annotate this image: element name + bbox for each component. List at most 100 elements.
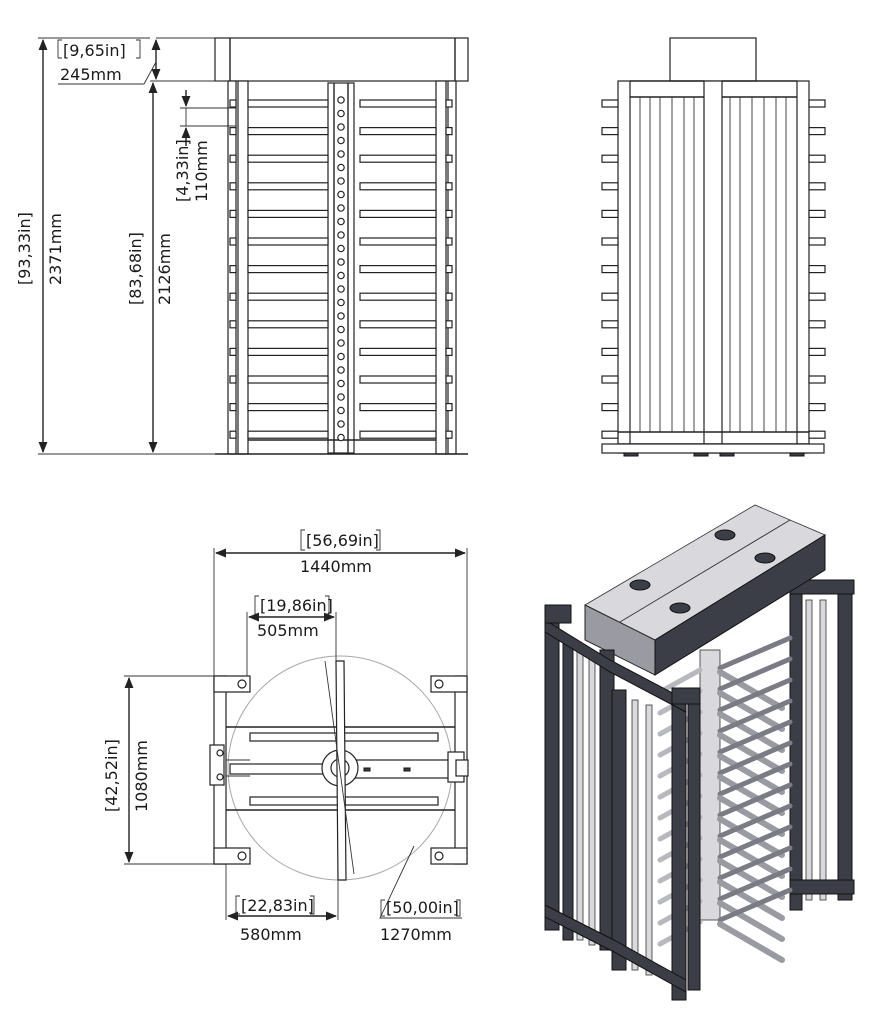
iso-arm-front	[717, 669, 785, 711]
column-hole	[337, 325, 345, 334]
column-hole	[337, 217, 345, 226]
iso-front-frame	[544, 604, 701, 1001]
isometric-view	[544, 504, 855, 1001]
column-hole	[337, 136, 345, 145]
front-bar-left	[247, 375, 329, 384]
side-bar-end-right	[808, 430, 826, 439]
front-bar-stub	[445, 265, 453, 274]
front-bar-stub	[229, 182, 237, 191]
side-left-post	[617, 80, 631, 454]
front-bar-stub	[445, 347, 453, 356]
column-hole	[337, 123, 345, 131]
total-height-in: [93,33in]	[15, 212, 34, 285]
iso-arm-front	[717, 816, 785, 858]
side-bar-end-right	[808, 182, 826, 191]
front-bar-stub	[229, 265, 237, 274]
side-bar-end-left	[601, 403, 619, 412]
side-bar-end-left	[601, 154, 619, 163]
column-hole	[337, 163, 345, 172]
front-bar-right	[359, 320, 437, 329]
side-bar-end-left	[601, 320, 619, 329]
front-bar-stub	[229, 430, 237, 439]
front-bar-stub	[229, 320, 237, 329]
column-hole	[337, 366, 345, 374]
iso-arm-back	[717, 635, 793, 671]
iso-arm-front	[717, 879, 785, 921]
overall-width-mm: 1440mm	[300, 557, 372, 576]
side-bar-ends	[601, 99, 826, 439]
front-bar-left	[247, 126, 329, 136]
iso-arm-back	[717, 656, 793, 692]
front-bar-stub	[445, 403, 453, 412]
side-bar-end-right	[808, 237, 826, 246]
front-bar-right	[359, 347, 437, 356]
iso-arm-back	[717, 740, 793, 776]
column-hole	[337, 244, 345, 253]
column-hole	[337, 393, 345, 401]
iso-arm-front	[717, 774, 785, 816]
front-bar-left	[247, 430, 329, 439]
side-bar-end-left	[601, 209, 619, 218]
front-bar-right	[359, 209, 437, 218]
column-hole	[337, 339, 345, 347]
iso-arm-back	[717, 719, 793, 755]
front-bar-stub	[229, 126, 237, 136]
column-hole	[337, 231, 345, 239]
side-vertical-rods	[639, 97, 787, 432]
iso-arm-front	[717, 795, 785, 837]
rotor-diameter-mm: 1270mm	[380, 925, 452, 944]
front-bar-right	[359, 292, 437, 301]
column-hole	[337, 433, 345, 442]
header-height-mm: 245mm	[60, 65, 122, 84]
side-bar-end-right	[808, 375, 826, 384]
iso-rear-frame	[789, 579, 855, 911]
rotor-diameter-in: [50,00in]	[386, 898, 459, 917]
side-bar-end-left	[601, 430, 619, 439]
depth-mm: 1080mm	[132, 740, 151, 812]
front-central-column	[327, 82, 355, 454]
column-hole	[337, 96, 345, 104]
front-bar-right	[359, 154, 437, 163]
iso-arm-front	[717, 711, 785, 753]
front-bar-left	[247, 99, 329, 108]
front-bar-left	[247, 347, 329, 356]
side-bar-end-left	[601, 126, 619, 136]
side-right-post	[796, 80, 810, 454]
iso-arm-front	[717, 858, 785, 900]
side-bar-end-left	[601, 375, 619, 384]
side-bar-end-left	[601, 265, 619, 274]
side-bar-end-right	[808, 265, 826, 274]
front-bar-stub	[229, 99, 237, 108]
side-bar-end-right	[808, 126, 826, 136]
front-bars	[229, 99, 453, 441]
iso-arm-back	[717, 845, 793, 881]
frame-height-mm: 2126mm	[155, 233, 174, 305]
bar-pitch-in: [4,33in]	[173, 139, 192, 202]
front-bar-left	[247, 403, 329, 412]
front-bar-right	[359, 126, 437, 136]
front-bar-stub	[445, 209, 453, 218]
side-bar-end-right	[808, 320, 826, 329]
column-hole	[337, 312, 345, 320]
passage-width-mm: 580mm	[240, 925, 302, 944]
front-bar-stub	[229, 347, 237, 356]
front-bar-stub	[445, 430, 453, 439]
total-height-mm: 2371mm	[46, 213, 65, 285]
front-right-post	[435, 80, 447, 455]
iso-arm-left	[657, 667, 703, 695]
side-bar-end-right	[808, 403, 826, 412]
front-bar-stub	[445, 320, 453, 329]
rotor-arm-vertical	[335, 660, 347, 881]
front-bar-stub	[445, 237, 453, 246]
front-bar-stub	[229, 237, 237, 246]
iso-arm-back	[717, 824, 793, 860]
passage-width-in: [22,83in]	[241, 896, 314, 915]
side-bar-end-left	[601, 347, 619, 356]
front-header-box	[214, 37, 469, 82]
front-bar-stub	[445, 99, 453, 108]
column-hole	[337, 420, 345, 428]
iso-arm-front	[717, 921, 785, 963]
column-hole	[337, 204, 345, 212]
front-bar-stub	[445, 154, 453, 163]
